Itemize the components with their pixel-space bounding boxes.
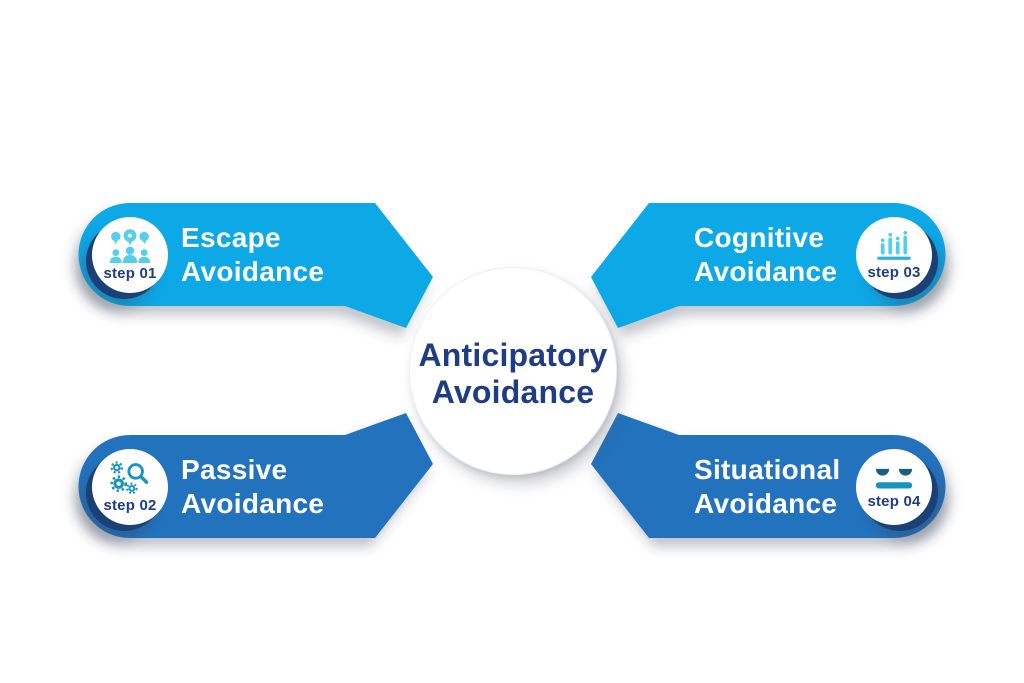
banner-ribbon-top-right xyxy=(591,203,946,328)
center-circle: Anticipatory Avoidance xyxy=(409,267,617,475)
banner-title-situational-avoidance: Situational Avoidance xyxy=(694,435,934,538)
step-badge-03: step 03 xyxy=(856,217,932,293)
step-label: step 01 xyxy=(103,264,157,282)
people-discussion-icon xyxy=(109,228,151,263)
step-badge-04: step 04 xyxy=(856,449,932,525)
banner-ribbon-bottom-right xyxy=(591,413,946,538)
step-label: step 03 xyxy=(867,263,921,281)
banner-title-line1: Situational xyxy=(694,453,841,485)
step-badge-01: step 01 xyxy=(92,217,168,293)
bar-chart-icon xyxy=(877,230,911,260)
banner-title-line2: Avoidance xyxy=(694,255,838,287)
banner-title-line2: Avoidance xyxy=(181,255,325,287)
center-title: Anticipatory Avoidance xyxy=(418,331,607,411)
banner-title-escape-avoidance: Escape Avoidance xyxy=(181,203,421,306)
center-title-line2: Avoidance xyxy=(431,374,595,410)
step-label: step 04 xyxy=(867,493,921,510)
banner-ribbon-bottom-left xyxy=(78,413,434,538)
banner-title-passive-avoidance: Passive Avoidance xyxy=(181,435,421,538)
search-gears-icon xyxy=(110,460,149,494)
banner-title-line2: Avoidance xyxy=(181,487,325,519)
center-title-line1: Anticipatory xyxy=(418,337,608,373)
banner-title-line1: Cognitive xyxy=(694,221,825,253)
unamused-face-icon xyxy=(875,468,913,489)
banner-title-line2: Avoidance xyxy=(694,487,838,519)
step-badge-02: step 02 xyxy=(92,449,168,525)
banner-ribbon-top-left xyxy=(78,203,434,328)
banner-title-line1: Escape xyxy=(181,221,281,253)
step-label: step 02 xyxy=(103,496,157,514)
banner-title-line1: Passive xyxy=(181,453,288,485)
banner-title-cognitive-avoidance: Cognitive Avoidance xyxy=(694,203,934,306)
